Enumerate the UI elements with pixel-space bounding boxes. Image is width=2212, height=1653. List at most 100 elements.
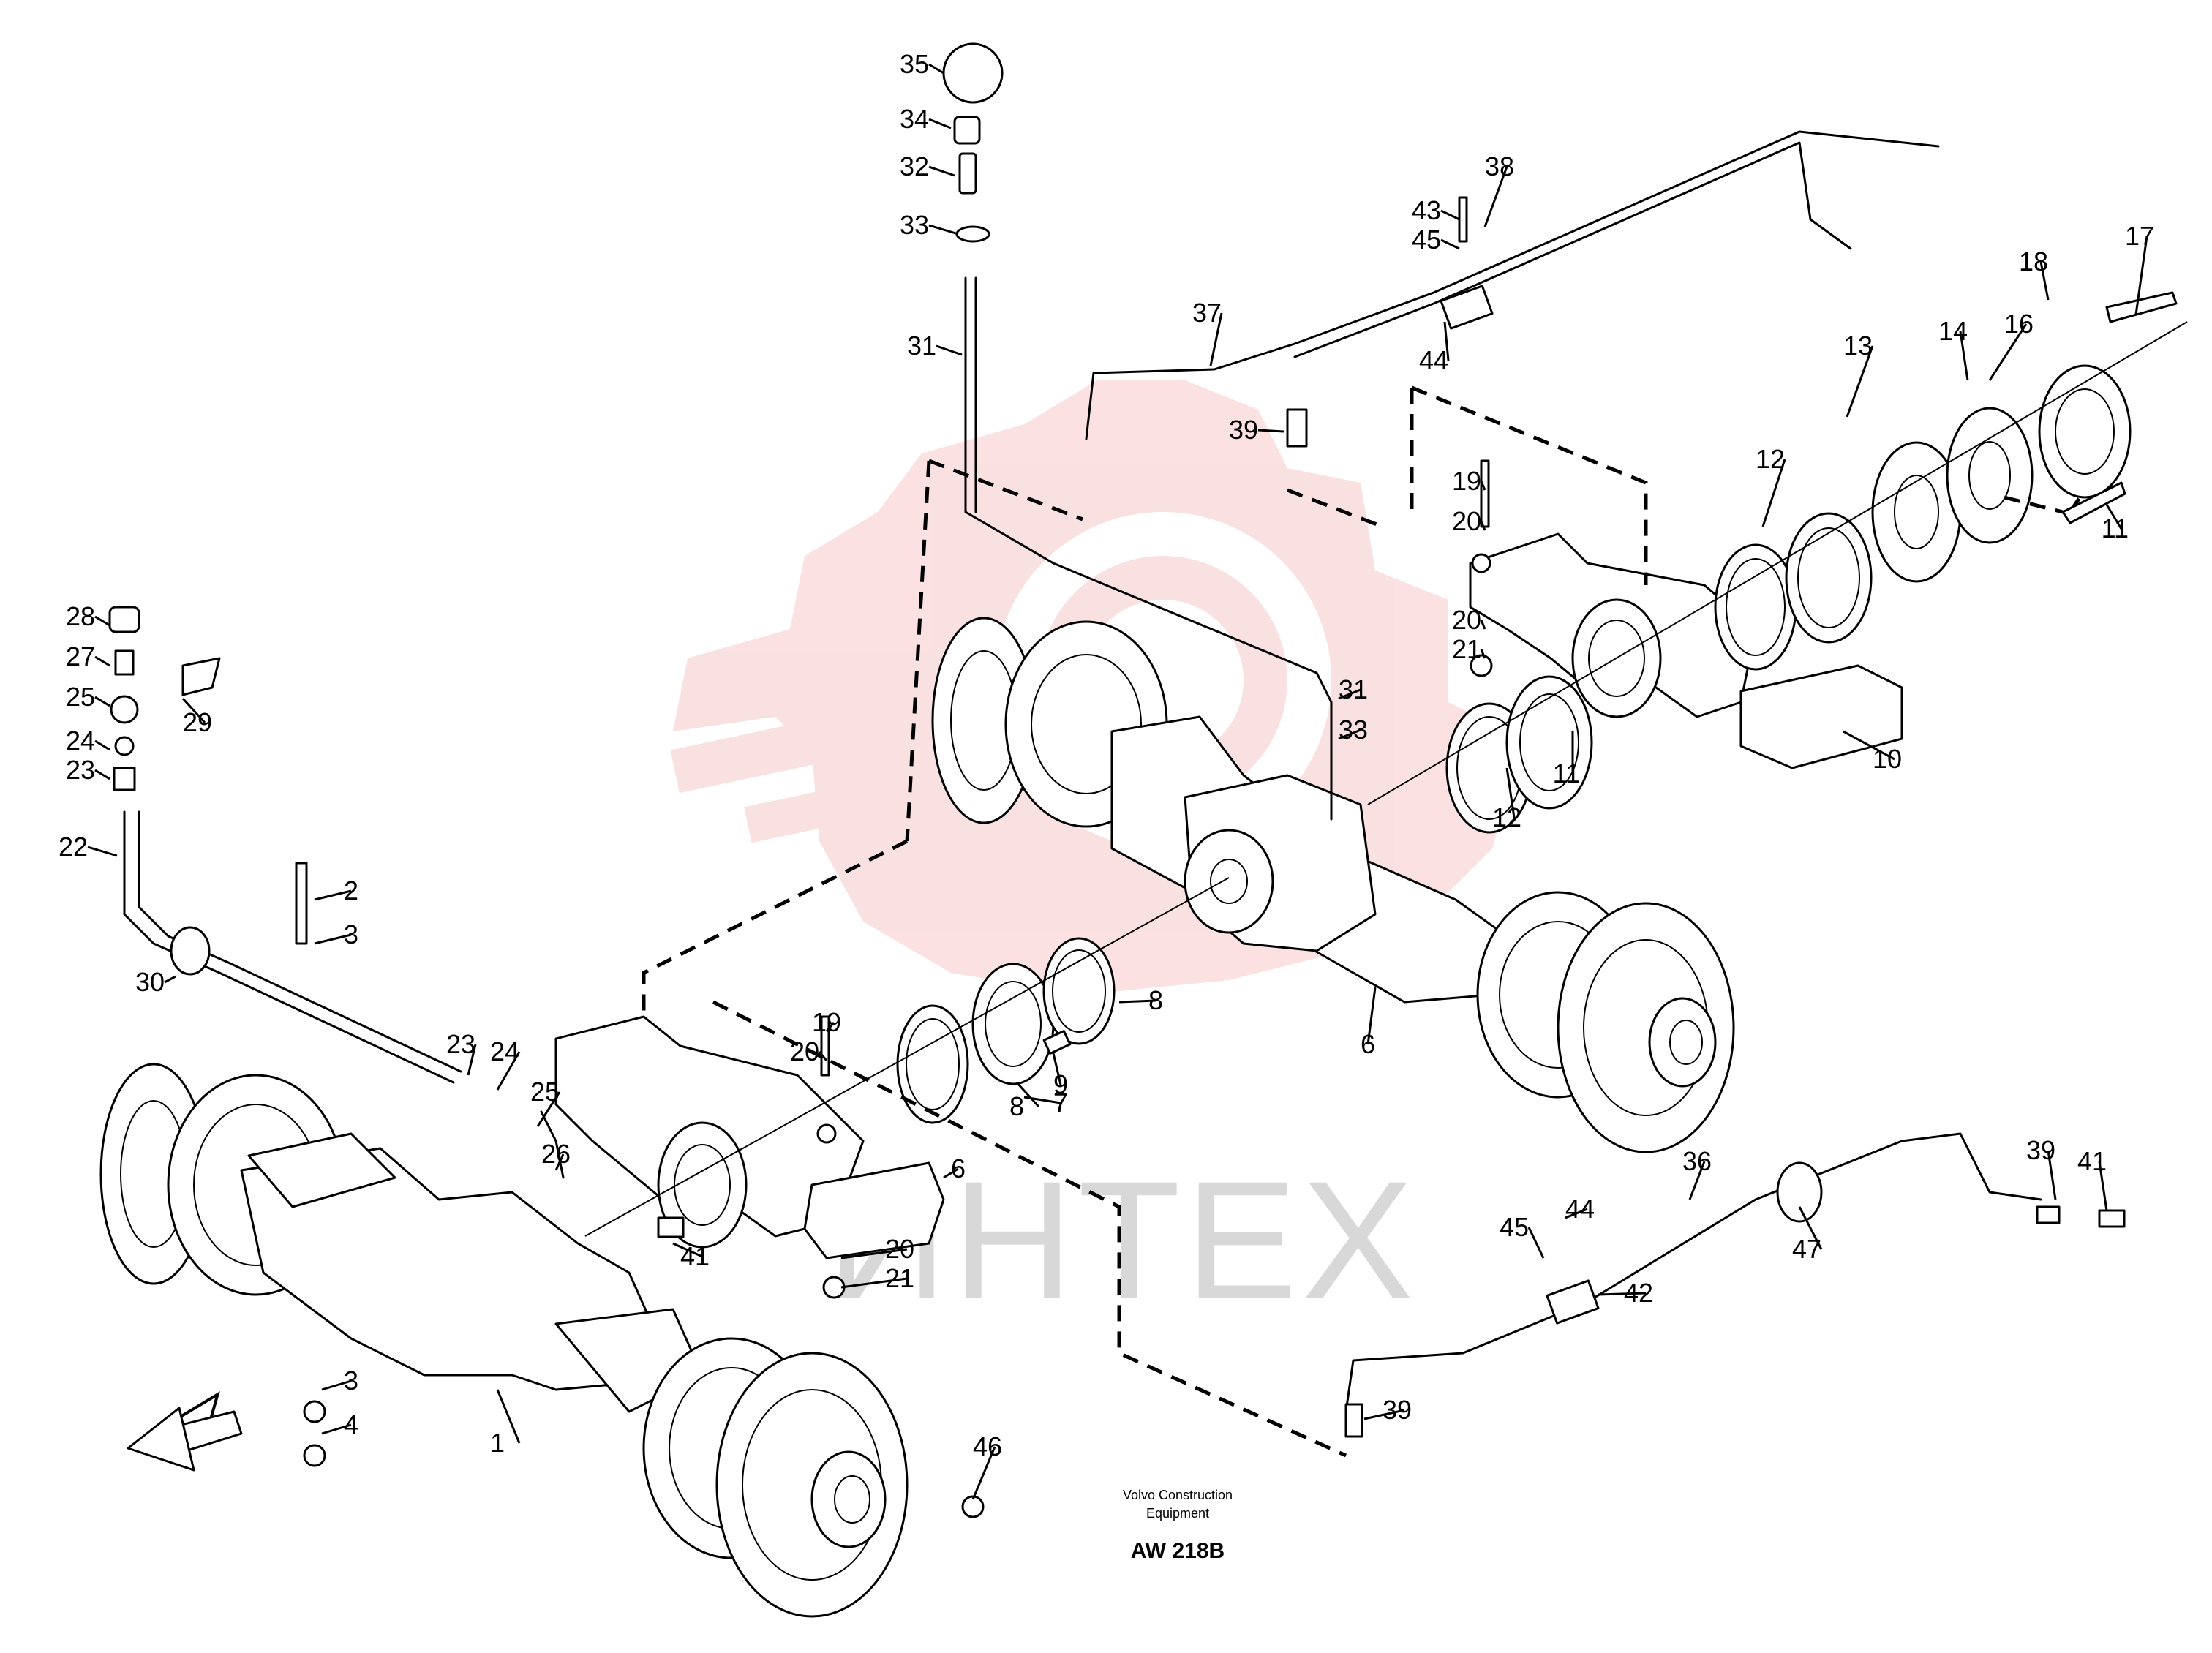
callout-label-33: 33 — [900, 210, 929, 240]
callout-label-46: 46 — [973, 1431, 1002, 1461]
callout-leader-22 — [87, 846, 118, 857]
callout-leader-20 — [840, 1248, 908, 1259]
callout-leader-41 — [672, 1242, 703, 1258]
callout-label-38: 38 — [1485, 151, 1514, 181]
callout-label-45: 45 — [1500, 1212, 1529, 1242]
callout-leader-37 — [1209, 312, 1223, 366]
callout-label-6: 6 — [1361, 1029, 1375, 1059]
callout-label-8: 8 — [1009, 1091, 1024, 1121]
callout-leader-14 — [1959, 331, 1969, 381]
callout-leader-8 — [1118, 999, 1156, 1004]
callout-leader-32 — [928, 165, 955, 177]
callout-leader-33 — [928, 224, 959, 236]
callout-label-25: 25 — [530, 1077, 560, 1107]
callout-leader-12 — [1761, 459, 1786, 527]
callout-label-14: 14 — [1938, 316, 1968, 346]
callout-leader-12 — [1505, 767, 1516, 818]
callout-leader-19 — [825, 1022, 835, 1032]
callout-label-1: 1 — [490, 1428, 505, 1458]
callout-leader-18 — [2039, 261, 2050, 301]
callout-label-20: 20 — [885, 1234, 914, 1264]
callout-leader-33 — [1338, 728, 1361, 740]
callout-label-28: 28 — [66, 601, 95, 631]
callout-leader-13 — [1846, 345, 1874, 418]
callout-label-2: 2 — [344, 876, 358, 905]
callout-leader-20 — [818, 1051, 828, 1061]
callout-label-3: 3 — [344, 1366, 358, 1396]
callout-label-4: 4 — [344, 1409, 358, 1439]
callout-leader-23 — [467, 1044, 477, 1076]
callout-leader-4 — [321, 1423, 352, 1435]
callout-label-25: 25 — [66, 682, 95, 712]
front-cradle-bracket — [554, 1015, 945, 1259]
callout-leader-6 — [943, 1167, 959, 1179]
callout-label-42: 42 — [1624, 1278, 1653, 1308]
brake-lines — [123, 130, 2042, 1413]
callout-label-21: 21 — [885, 1263, 914, 1293]
callout-leader-44 — [1565, 1208, 1588, 1219]
callout-label-3: 3 — [344, 919, 358, 949]
callout-leader-11 — [2105, 504, 2123, 530]
callout-leader-25 — [536, 1091, 561, 1127]
lower-ring-stack — [584, 877, 1230, 1237]
callout-label-27: 27 — [66, 641, 95, 671]
callout-leader-21 — [840, 1277, 908, 1289]
callout-label-10: 10 — [1873, 744, 1902, 774]
callout-label-37: 37 — [1192, 298, 1222, 328]
callout-label-39: 39 — [1229, 415, 1258, 445]
callout-label-23: 23 — [446, 1029, 475, 1059]
callout-label-41: 41 — [680, 1241, 710, 1271]
callout-leader-20 — [1480, 620, 1486, 630]
callout-leader-39 — [1257, 429, 1284, 433]
callout-leader-16 — [1988, 323, 2028, 381]
callout-leader-21 — [1480, 649, 1486, 659]
callout-label-17: 17 — [2125, 221, 2154, 251]
callout-leader-29 — [181, 697, 206, 724]
front-direction-arrow-icon — [127, 1391, 243, 1472]
front-axle-housing — [99, 1063, 908, 1618]
callout-leader-46 — [971, 1446, 996, 1500]
callout-label-19: 19 — [812, 1007, 841, 1037]
callout-label-35: 35 — [900, 49, 929, 79]
callout-leader-28 — [94, 615, 110, 627]
caption-drawing-code: AW 218B — [1131, 1539, 1224, 1563]
callout-leader-42 — [1598, 1292, 1647, 1296]
callout-label-44: 44 — [1419, 345, 1448, 375]
callout-leader-39 — [1363, 1409, 1405, 1420]
callout-leader-27 — [94, 655, 110, 667]
callout-leader-44 — [1443, 321, 1450, 361]
callout-leader-24 — [94, 739, 110, 751]
callout-leader-24 — [496, 1051, 521, 1091]
callout-label-26: 26 — [541, 1139, 571, 1169]
callout-leader-6 — [1366, 987, 1377, 1045]
callout-label-45: 45 — [1412, 225, 1441, 255]
callout-leader-2 — [314, 889, 352, 901]
callout-leader-31 — [936, 344, 963, 356]
callout-leader-3 — [314, 933, 352, 945]
callout-label-36: 36 — [1682, 1146, 1712, 1176]
callout-label-30: 30 — [135, 967, 165, 997]
callout-label-41: 41 — [2077, 1146, 2107, 1176]
callout-leader-20 — [1480, 521, 1486, 531]
callout-label-34: 34 — [900, 104, 929, 134]
callout-label-11: 11 — [1553, 758, 1580, 788]
callout-label-20: 20 — [1452, 605, 1481, 635]
caption-publisher-line1: Volvo Construction — [1123, 1488, 1233, 1502]
callout-leader-10 — [1843, 730, 1895, 761]
callout-leader-45 — [1440, 238, 1460, 250]
callout-leader-9 — [1052, 1053, 1062, 1085]
fittings — [108, 42, 2178, 1518]
callout-label-39: 39 — [2026, 1135, 2055, 1165]
upper-flange-stack — [1367, 321, 2188, 834]
callout-label-20: 20 — [1452, 506, 1481, 536]
callout-leader-19 — [1480, 481, 1486, 491]
callout-leader-1 — [496, 1389, 521, 1444]
callout-leader-36 — [1688, 1161, 1706, 1200]
callout-label-20: 20 — [790, 1036, 819, 1066]
rear-axle-housing — [931, 617, 1735, 1153]
callout-leader-26 — [554, 1153, 565, 1171]
callout-label-18: 18 — [2019, 246, 2048, 276]
callout-label-47: 47 — [1792, 1234, 1821, 1264]
